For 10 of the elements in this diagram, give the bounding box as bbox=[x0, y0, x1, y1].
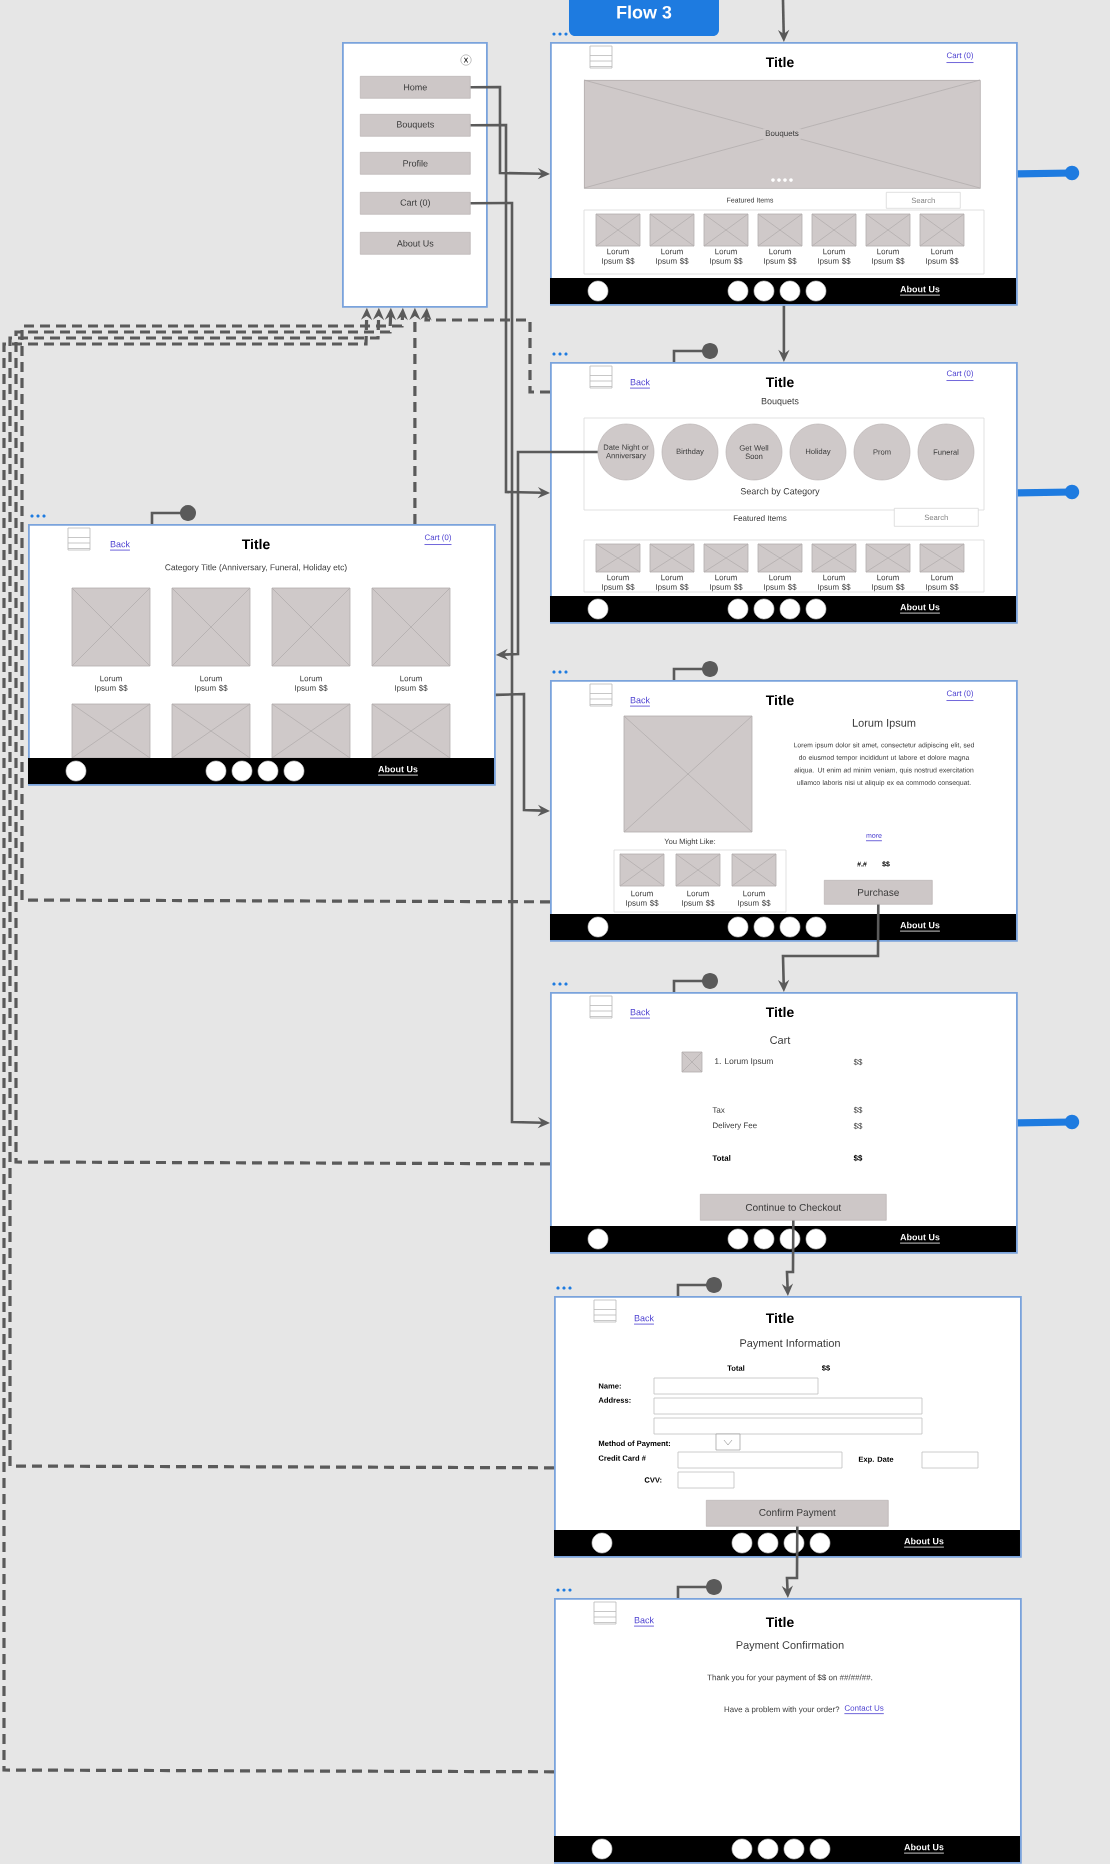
link-connector bbox=[676, 1277, 722, 1296]
link-connector bbox=[672, 343, 718, 362]
link-connector bbox=[672, 973, 718, 992]
link-connector bbox=[150, 505, 196, 524]
link-connector bbox=[1017, 1114, 1080, 1130]
flow-tab: Flow 3 bbox=[569, 0, 719, 36]
link-connector bbox=[1017, 165, 1080, 181]
link-connector bbox=[676, 1579, 722, 1598]
link-connector bbox=[1017, 484, 1080, 500]
link-connector bbox=[672, 661, 718, 680]
